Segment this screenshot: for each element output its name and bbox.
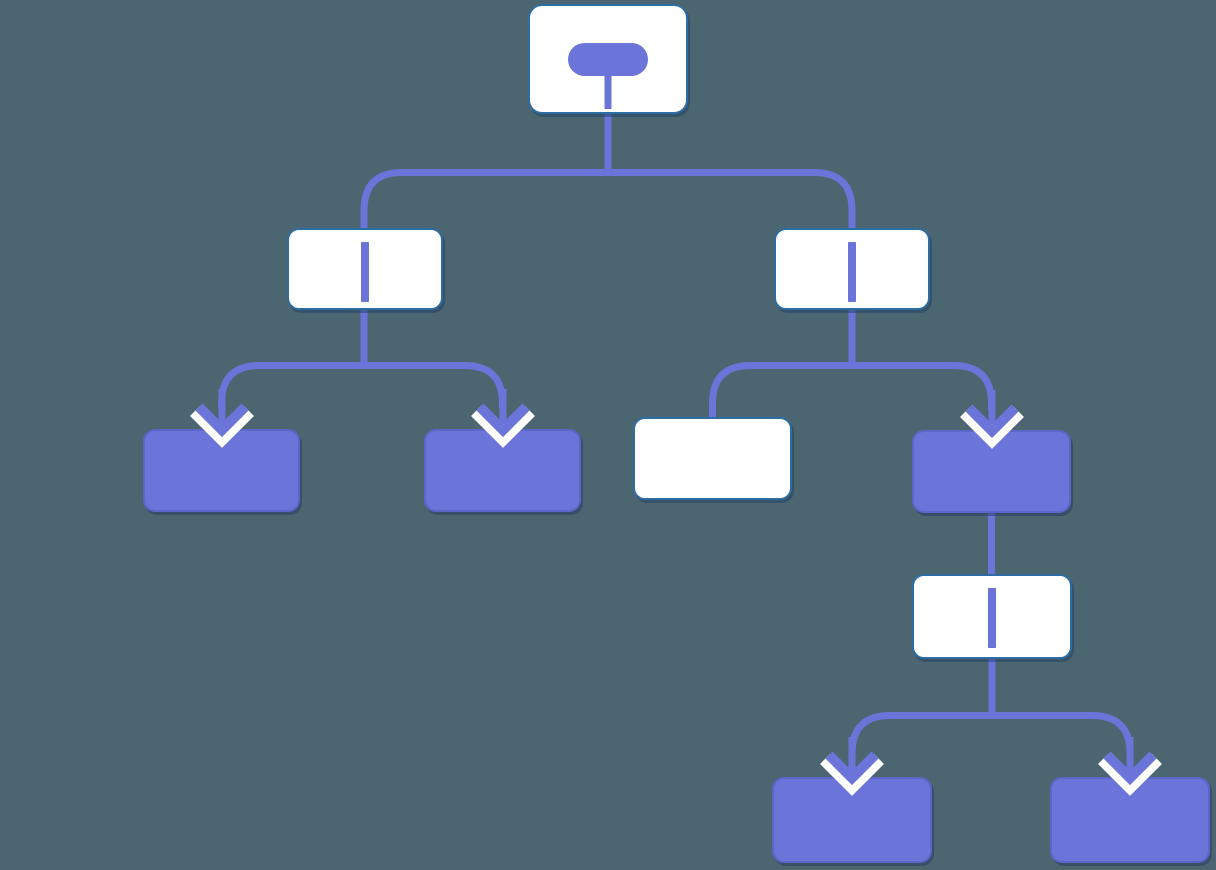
vertical-bar-icon <box>361 242 369 302</box>
chevron-down-icon <box>959 390 1024 449</box>
level1-split-connector <box>360 169 856 232</box>
chevron-white-band <box>959 407 1024 449</box>
chevron-down-icon <box>189 389 254 448</box>
chevron-purple-band <box>475 403 530 438</box>
chevron-down-icon <box>470 389 535 448</box>
left-split-connector <box>218 362 506 409</box>
pill-stem <box>604 72 612 109</box>
chevron-purple-band <box>194 403 249 438</box>
chevron-white-band <box>1098 754 1162 796</box>
chevron-white-band <box>470 406 535 448</box>
chevron-white-band <box>189 406 254 448</box>
chevron-purple-band <box>1103 751 1157 786</box>
vertical-bar-icon <box>848 242 856 302</box>
branch-left-node <box>287 228 443 310</box>
chevron-purple-band <box>825 751 879 786</box>
chevron-white-band <box>820 754 884 796</box>
chevron-purple-band <box>964 404 1019 439</box>
bottom-split-connector <box>848 712 1134 757</box>
leaf-node-3 <box>633 417 792 500</box>
branch-right-node <box>774 228 930 310</box>
pill-shape <box>568 43 648 76</box>
vertical-bar-icon <box>988 588 996 648</box>
root-node <box>528 4 688 114</box>
chevron-down-icon <box>1098 737 1162 796</box>
chevron-down-icon <box>820 737 884 796</box>
pill-stem-icon <box>530 6 686 112</box>
branch-bottom-node <box>912 574 1072 659</box>
right-split-connector <box>709 362 995 421</box>
